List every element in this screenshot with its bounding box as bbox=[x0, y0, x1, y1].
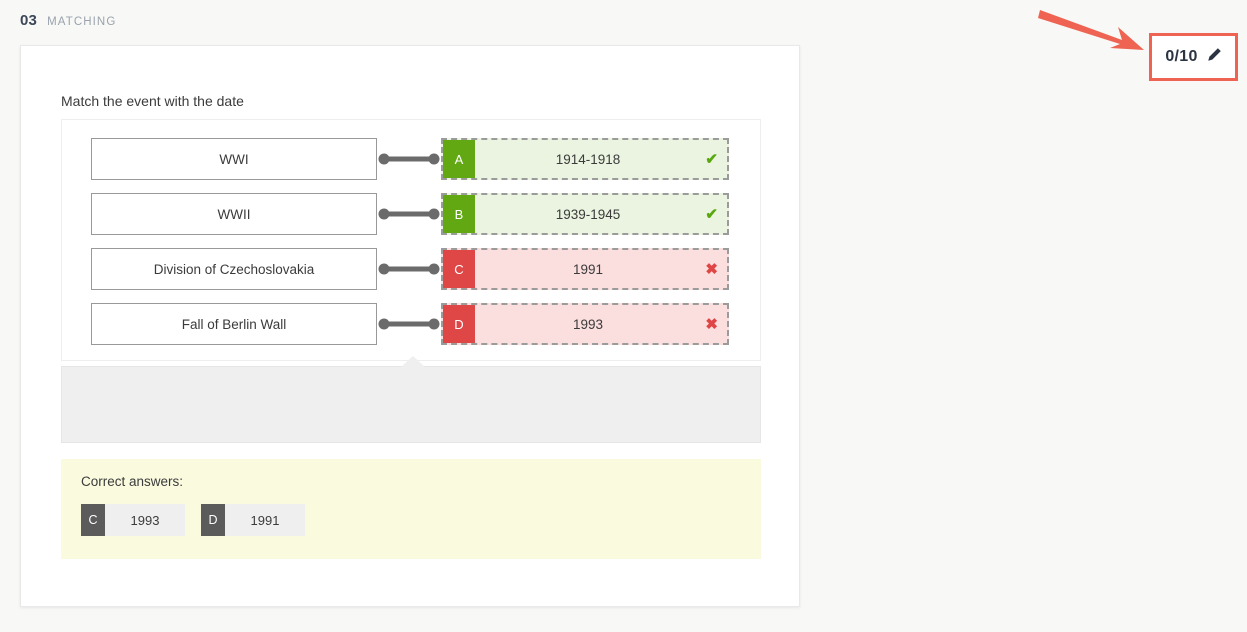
term-box[interactable]: WWII bbox=[91, 193, 377, 235]
check-icon: ✔ bbox=[705, 151, 718, 168]
correct-answers-list: C 1993 D 1991 bbox=[81, 504, 741, 536]
connector-icon bbox=[377, 192, 441, 236]
answer-value: 1993 bbox=[572, 316, 604, 332]
drop-zone-pointer-icon bbox=[401, 356, 425, 367]
answer-letter-badge: A bbox=[443, 140, 475, 178]
arrow-icon bbox=[1036, 4, 1148, 54]
term-label: WWII bbox=[217, 206, 251, 222]
pencil-icon[interactable] bbox=[1207, 47, 1222, 67]
correct-answer-value: 1991 bbox=[225, 504, 305, 536]
term-box[interactable]: Division of Czechoslovakia bbox=[91, 248, 377, 290]
connector-icon bbox=[377, 247, 441, 291]
term-label: Division of Czechoslovakia bbox=[153, 261, 315, 277]
connector-icon bbox=[377, 137, 441, 181]
answer-value: 1914-1918 bbox=[555, 151, 621, 167]
match-row: WWII B 1939-1945 ✔ bbox=[62, 192, 760, 236]
question-prompt: Match the event with the date bbox=[61, 93, 244, 109]
question-card: Match the event with the date WWI A 1914… bbox=[20, 45, 800, 607]
answer-slot[interactable]: A 1914-1918 ✔ bbox=[441, 138, 729, 180]
question-type-label: MATCHING bbox=[47, 16, 117, 28]
question-number: 03 bbox=[20, 12, 38, 29]
term-label: Fall of Berlin Wall bbox=[181, 316, 287, 332]
answer-letter-badge: D bbox=[443, 305, 475, 343]
cross-icon: ✖ bbox=[705, 261, 718, 278]
correct-answer-letter: C bbox=[81, 504, 105, 536]
correct-answers-title: Correct answers: bbox=[81, 474, 184, 489]
list-item: C 1993 bbox=[81, 504, 185, 536]
answer-letter-badge: C bbox=[443, 250, 475, 288]
check-icon: ✔ bbox=[705, 206, 718, 223]
list-item: D 1991 bbox=[201, 504, 305, 536]
correct-answers-panel: Correct answers: C 1993 D 1991 bbox=[61, 459, 761, 559]
term-box[interactable]: WWI bbox=[91, 138, 377, 180]
answer-value: 1939-1945 bbox=[555, 206, 621, 222]
score-badge[interactable]: 0/10 bbox=[1149, 33, 1238, 81]
connector-icon bbox=[377, 302, 441, 346]
match-row: Division of Czechoslovakia C 1991 ✖ bbox=[62, 247, 760, 291]
answer-drop-zone[interactable] bbox=[61, 356, 761, 443]
match-row: Fall of Berlin Wall D 1993 ✖ bbox=[62, 302, 760, 346]
answer-slot[interactable]: D 1993 ✖ bbox=[441, 303, 729, 345]
correct-answer-value: 1993 bbox=[105, 504, 185, 536]
answer-letter-badge: B bbox=[443, 195, 475, 233]
answer-slot[interactable]: B 1939-1945 ✔ bbox=[441, 193, 729, 235]
matching-panel: WWI A 1914-1918 ✔ WWII bbox=[61, 119, 761, 361]
question-header: 03 MATCHING bbox=[20, 12, 116, 29]
correct-answer-letter: D bbox=[201, 504, 225, 536]
answer-value: 1991 bbox=[572, 261, 604, 277]
cross-icon: ✖ bbox=[705, 316, 718, 333]
match-row: WWI A 1914-1918 ✔ bbox=[62, 137, 760, 181]
answer-slot[interactable]: C 1991 ✖ bbox=[441, 248, 729, 290]
term-label: WWI bbox=[219, 151, 249, 167]
term-box[interactable]: Fall of Berlin Wall bbox=[91, 303, 377, 345]
score-value: 0/10 bbox=[1165, 48, 1198, 65]
